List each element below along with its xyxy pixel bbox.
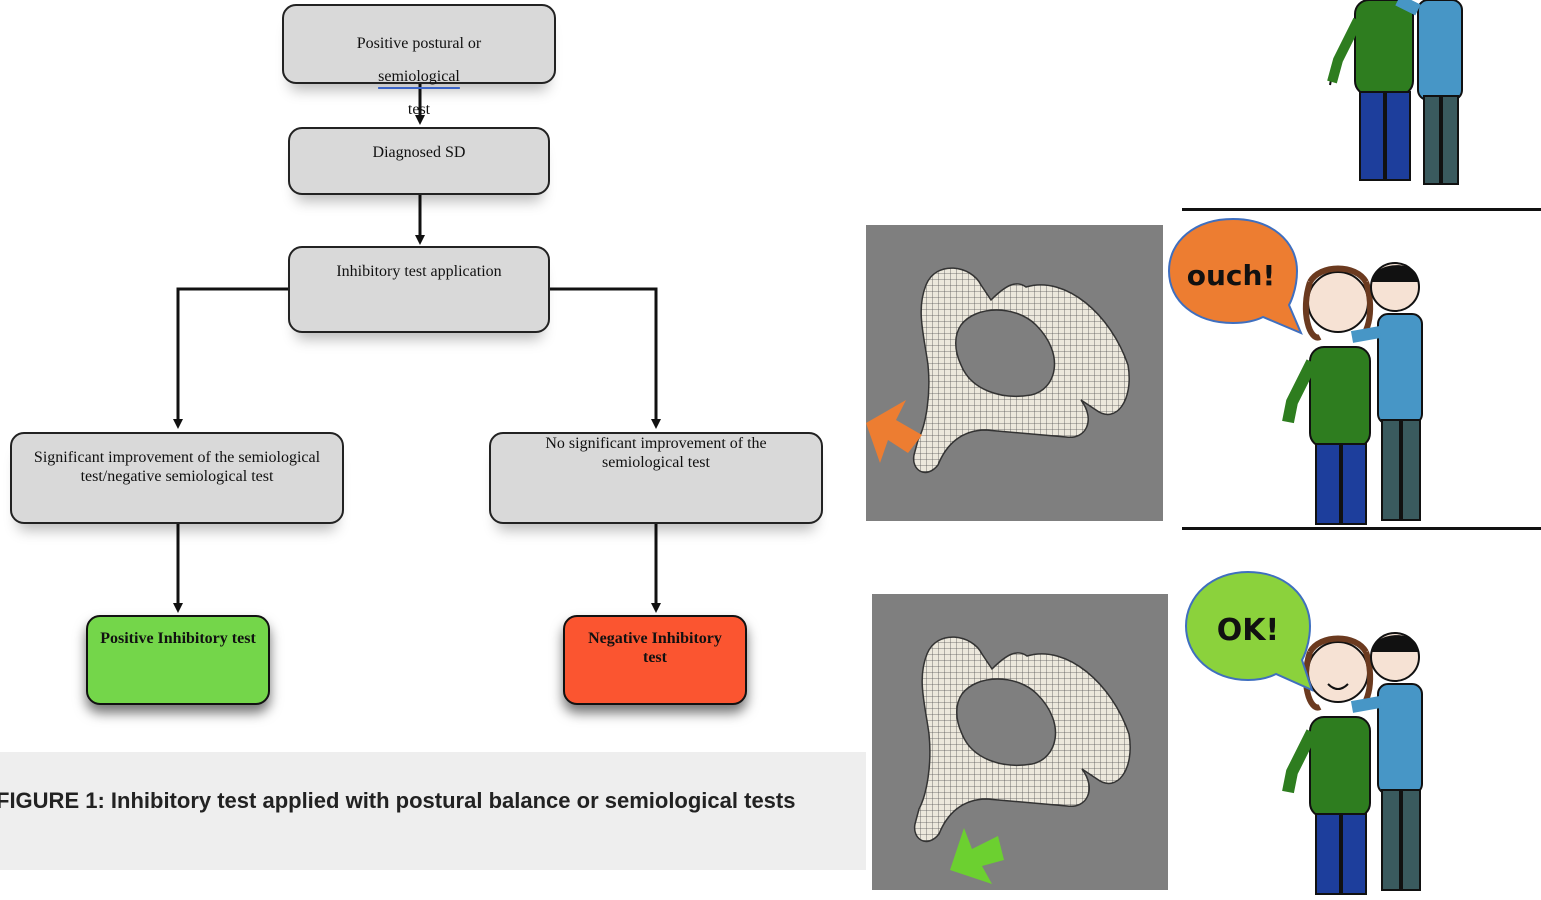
node-negative-inhibitory: Negative Inhibitory test: [563, 615, 747, 705]
person-woman: [1282, 635, 1374, 895]
node-positive-test-text: Positive postural or: [356, 35, 482, 52]
node-positive-result-text: Positive Inhibitory test: [100, 630, 256, 647]
flowchart-connectors: [173, 84, 661, 613]
node-diagnosed-text: Diagnosed SD: [372, 144, 466, 161]
node-application-text: Inhibitory test application: [336, 263, 502, 280]
vertebra-render-top: [866, 225, 1163, 521]
person-man: [1350, 632, 1423, 891]
vertebra-render-bottom: [872, 594, 1168, 890]
orange-arrow-icon: [866, 400, 922, 463]
node-negative-result-text: Negative Inhibitory test: [588, 630, 722, 667]
node-positive-test-suffix: test: [407, 101, 431, 119]
panel-divider-top: [1182, 208, 1541, 211]
node-right-text: No significant improvement of the semiol…: [545, 435, 767, 472]
speech-bubble-ouch: ouch!: [1167, 217, 1303, 335]
node-positive-test: Positive postural or semiological test: [282, 4, 556, 118]
caption-band: [0, 752, 866, 870]
node-left-text: Significant improvement of the semiologi…: [33, 449, 321, 486]
people-cartoon-middle: [1282, 262, 1423, 525]
person-woman: [1282, 265, 1374, 525]
panel-divider-middle: [1182, 527, 1541, 530]
figure-caption: FIGURE 1: Inhibitory test applied with p…: [0, 788, 796, 813]
node-positive-inhibitory: Positive Inhibitory test: [86, 615, 270, 705]
node-no-improvement: No significant improvement of the semiol…: [489, 432, 823, 524]
green-arrow-icon: [950, 828, 1004, 884]
person-man: [1350, 262, 1423, 521]
arrow-application-to-left: [173, 287, 288, 429]
node-significant-improvement: Significant improvement of the semiologi…: [10, 432, 344, 524]
people-cartoon-top: [1327, 0, 1463, 185]
node-diagnosed-sd: Diagnosed SD: [288, 127, 550, 195]
speech-bubble-ok: OK!: [1184, 570, 1314, 692]
arrow-application-to-right: [550, 287, 661, 429]
vertebra-icon: [866, 267, 1130, 474]
speech-ok-text: OK!: [1217, 613, 1279, 648]
people-cartoon-bottom: [1282, 632, 1423, 895]
person-man: [1395, 0, 1463, 185]
speech-ouch-text: ouch!: [1187, 259, 1275, 292]
node-inhibitory-application: Inhibitory test application: [288, 246, 550, 333]
person-woman: [1327, 0, 1414, 181]
node-positive-test-underlined: semiological: [378, 68, 460, 86]
vertebra-icon: [913, 636, 1131, 884]
